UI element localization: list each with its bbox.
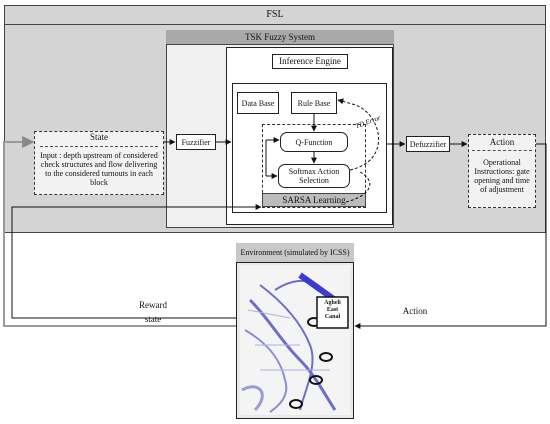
environment-title: Environment (simulated by ICSS) xyxy=(236,243,354,263)
td-error-curve-lower xyxy=(345,171,371,203)
fuzzifier-box: Fuzzifier xyxy=(176,134,216,150)
action-line-1: Operational xyxy=(483,158,521,167)
data-base-box: Data Base xyxy=(237,92,279,114)
softmax-action-selection-box: Softmax Action Selection xyxy=(278,164,350,188)
action-line-4: of adjustment xyxy=(480,185,524,194)
action-line-3: opening and time xyxy=(474,176,530,185)
fsl-title: FSL xyxy=(4,5,546,25)
reward-label: Reward xyxy=(139,300,167,310)
state-line-4: block xyxy=(90,178,108,187)
softmax-line-1: Softmax Action xyxy=(288,167,340,176)
canal-label-line-2: East xyxy=(326,307,339,313)
canal-map xyxy=(240,265,350,415)
action-box xyxy=(468,134,536,208)
arrow-state-feedback xyxy=(3,136,236,327)
defuzzifier-box: Defuzzifier xyxy=(406,136,450,152)
canal-label-line-3: Canal xyxy=(324,314,341,320)
q-function-box: Q-Function xyxy=(280,132,348,152)
arrow-reward-to-sarsa xyxy=(11,204,262,319)
action-feedback-label: Action xyxy=(402,306,428,316)
arrow-action-environment xyxy=(354,143,547,329)
state-line-1: Input : depth upstream of considered xyxy=(40,151,158,160)
state-box xyxy=(34,131,164,195)
state-divider xyxy=(40,146,158,147)
sarsa-learning-box: SARSA Learning xyxy=(262,193,366,207)
state-line-2: check structures and flow delivering xyxy=(40,160,158,169)
softmax-line-2: Selection xyxy=(299,176,329,185)
state-title: State xyxy=(90,132,108,142)
state-feedback-label: state xyxy=(144,314,162,324)
action-title: Action xyxy=(489,137,515,147)
td-error-curve xyxy=(337,98,379,171)
inference-engine-title: Inference Engine xyxy=(272,54,348,69)
action-divider xyxy=(472,150,532,151)
canal-label-line-1: Agheli xyxy=(324,300,341,306)
action-line-2: Instructions: gate xyxy=(474,167,530,176)
state-line-3: to the considered turnouts in each xyxy=(45,169,153,178)
tsk-fuzzy-system-title: TSK Fuzzy System xyxy=(166,30,394,45)
rule-base-box: Rule Base xyxy=(291,92,337,114)
